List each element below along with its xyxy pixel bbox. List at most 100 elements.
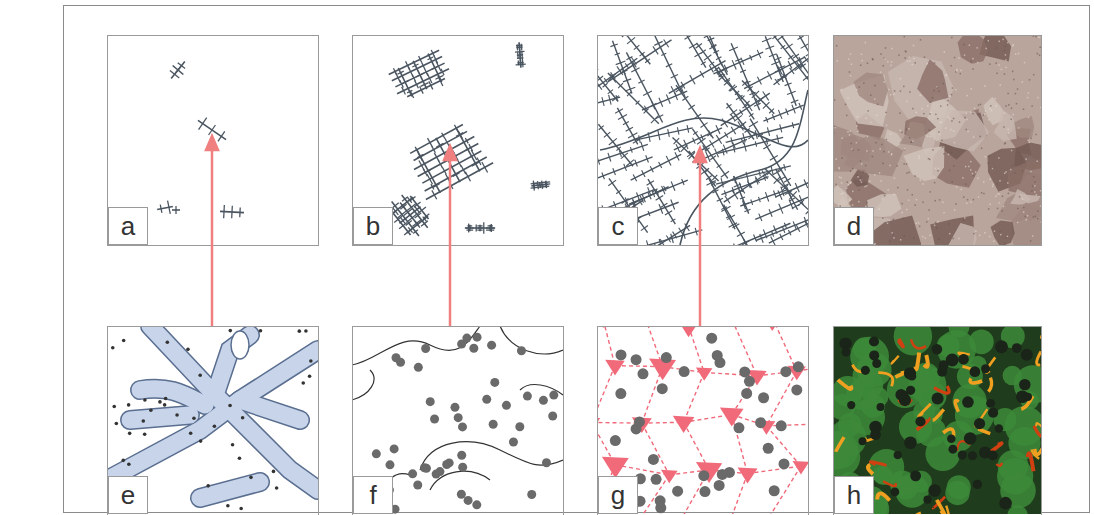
drawing-part xyxy=(777,66,782,75)
drawing-part xyxy=(938,239,940,241)
drawing-part xyxy=(1007,42,1009,44)
drawing-part xyxy=(1031,190,1033,192)
drawing-part xyxy=(883,151,885,153)
drawing-part xyxy=(275,486,279,490)
drawing-part xyxy=(1023,211,1024,213)
drawing-part xyxy=(659,162,662,168)
drawing-part xyxy=(989,236,991,238)
drawing-part xyxy=(743,104,748,108)
drawing-part xyxy=(615,53,620,55)
drawing-part xyxy=(430,414,439,423)
drawing-part xyxy=(543,186,549,188)
drawing-part xyxy=(1035,134,1037,136)
drawing-part xyxy=(972,113,974,115)
drawing-part xyxy=(966,129,968,131)
drawing-part xyxy=(1040,107,1041,109)
drawing-part xyxy=(541,181,550,183)
drawing-part xyxy=(979,136,981,138)
drawing-part xyxy=(964,54,966,56)
drawing-part xyxy=(922,236,924,238)
drawing-part xyxy=(864,186,866,188)
drawing-part xyxy=(929,191,931,193)
drawing-part xyxy=(917,59,948,102)
drawing-part xyxy=(956,69,958,71)
drawing-part xyxy=(419,56,422,63)
drawing-part xyxy=(899,112,901,114)
drawing-part xyxy=(793,221,796,229)
drawing-part xyxy=(967,131,969,133)
drawing-part xyxy=(1025,219,1027,221)
drawing-part xyxy=(866,185,868,187)
drawing-part xyxy=(988,450,998,460)
drawing-part xyxy=(426,397,435,406)
panel-letter: f xyxy=(353,476,393,514)
drawing-part xyxy=(718,67,754,120)
drawing-part xyxy=(736,190,743,193)
drawing-part xyxy=(1036,194,1038,196)
drawing-part xyxy=(758,392,769,403)
drawing-part xyxy=(615,465,669,475)
drawing-part xyxy=(477,225,482,226)
drawing-part xyxy=(934,62,936,64)
drawing-part xyxy=(605,360,625,376)
drawing-part xyxy=(724,191,726,196)
drawing-part xyxy=(992,168,994,170)
drawing-part xyxy=(851,63,853,65)
drawing-part xyxy=(985,110,987,112)
drawing-part xyxy=(706,333,717,344)
drawing-part xyxy=(218,131,225,141)
drawing-part xyxy=(1022,170,1024,172)
drawing-part xyxy=(763,91,769,100)
drawing-part xyxy=(938,91,940,93)
drawing-part xyxy=(966,202,968,204)
drawing-part xyxy=(906,172,908,174)
drawing-part xyxy=(884,195,886,197)
drawing-part xyxy=(661,470,678,483)
drawing-part xyxy=(968,451,977,460)
drawing-part xyxy=(850,130,852,132)
drawing-part xyxy=(893,193,895,195)
drawing-part xyxy=(874,85,876,87)
drawing-part xyxy=(1027,140,1029,142)
drawing-part xyxy=(422,63,425,69)
drawing-part xyxy=(1027,453,1033,471)
drawing-part xyxy=(758,97,763,102)
drawing-part xyxy=(690,75,695,84)
drawing-part xyxy=(653,46,658,54)
drawing-part xyxy=(793,361,804,372)
drawing-part xyxy=(127,403,131,407)
drawing-part xyxy=(426,169,431,172)
drawing-part xyxy=(880,53,882,55)
drawing-part xyxy=(935,168,937,170)
drawing-part xyxy=(891,488,900,497)
drawing-part xyxy=(164,397,168,401)
drawing-part xyxy=(436,138,460,182)
drawing-part xyxy=(1039,47,1041,49)
drawing-part xyxy=(887,61,889,63)
drawing-part xyxy=(372,449,381,458)
drawing-part xyxy=(777,135,779,143)
drawing-part xyxy=(763,443,774,454)
drawing-part xyxy=(958,354,969,365)
drawing-part xyxy=(778,458,789,469)
drawing-part xyxy=(710,62,714,65)
drawing-part xyxy=(200,482,260,498)
drawing-part xyxy=(958,238,960,240)
drawing-part xyxy=(788,61,792,68)
drawing-part xyxy=(239,208,241,218)
drawing-part xyxy=(111,346,115,350)
drawing-part xyxy=(806,51,808,56)
drawing-part xyxy=(725,196,730,204)
drawing-part xyxy=(450,403,459,412)
panel-letter: b xyxy=(353,207,393,245)
drawing-part xyxy=(846,188,848,190)
drawing-part xyxy=(213,424,217,428)
drawing-part xyxy=(974,418,985,429)
drawing-part xyxy=(839,176,841,178)
drawing-part xyxy=(765,46,774,49)
drawing-part xyxy=(1036,423,1041,435)
drawing-part xyxy=(975,231,977,233)
drawing-part xyxy=(963,44,965,46)
drawing-part xyxy=(894,90,896,92)
drawing-part xyxy=(769,485,780,496)
